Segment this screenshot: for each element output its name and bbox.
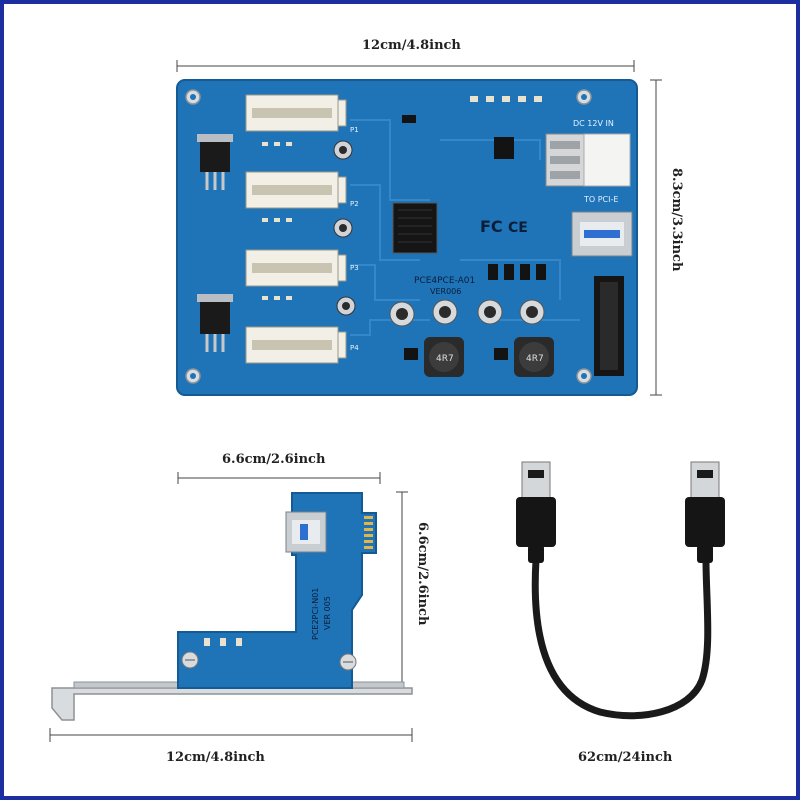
usb-cable-length-label: 62cm/24inch: [578, 750, 673, 765]
slot-label-p1: P1: [350, 126, 359, 134]
main-board-width-label: 12cm/4.8inch: [362, 38, 461, 53]
slot-label-p4: P4: [350, 344, 359, 352]
slot-label-p3: P3: [350, 264, 359, 272]
usb-plug-right: [685, 461, 725, 563]
bracket-length-label: 12cm/4.8inch: [166, 750, 265, 765]
usb-cable: [516, 461, 725, 720]
voltage-regulator-bottom: [197, 294, 233, 352]
capacitors: [389, 299, 545, 327]
pcie-slot-2: [245, 171, 347, 209]
pcie-slot-3: [245, 249, 347, 287]
slot-label-p2: P2: [350, 200, 359, 208]
main-board: P1 P2 P3 P4: [176, 79, 638, 396]
power-label: DC 12V IN: [573, 119, 614, 128]
riser-card-width-dimension: [177, 472, 381, 484]
usb-plug-left: [516, 461, 556, 563]
pcie-output-label: TO PCI-E: [583, 195, 618, 204]
power-connector: [545, 133, 631, 187]
riser-card-width-label: 6.6cm/2.6inch: [222, 452, 326, 467]
bracket-length-dimension: [49, 728, 413, 742]
controller-chip-heatsink: [392, 202, 438, 254]
inductor-label-1: 4R7: [436, 354, 454, 364]
main-board-height-dimension: [650, 79, 662, 396]
inductors: [424, 337, 554, 377]
riser-card-height-dimension: [396, 491, 408, 693]
riser-card-version: VER 005: [323, 596, 332, 630]
main-board-version: VER006: [430, 287, 461, 296]
riser-card-height-label: 6.6cm/2.6inch: [415, 522, 430, 626]
usb-output-port: [571, 211, 633, 257]
riser-usb-port: [285, 511, 327, 553]
riser-screws: [181, 651, 357, 671]
pcie-slot-4: [245, 326, 347, 364]
main-board-model: PCE4PCE-A01: [414, 276, 475, 286]
riser-card: [51, 492, 413, 721]
riser-card-model: PCE2PCI-N01: [311, 588, 320, 640]
main-board-height-label: 8.3cm/3.3inch: [669, 168, 684, 272]
inductor-label-2: 4R7: [526, 354, 544, 364]
fcc-mark: FC: [480, 217, 503, 236]
main-board-width-dimension: [176, 60, 635, 72]
ce-mark: CE: [508, 220, 528, 236]
pcie-slot-1: [245, 94, 347, 132]
sata-port: [594, 276, 624, 376]
voltage-regulator-top: [197, 134, 233, 190]
